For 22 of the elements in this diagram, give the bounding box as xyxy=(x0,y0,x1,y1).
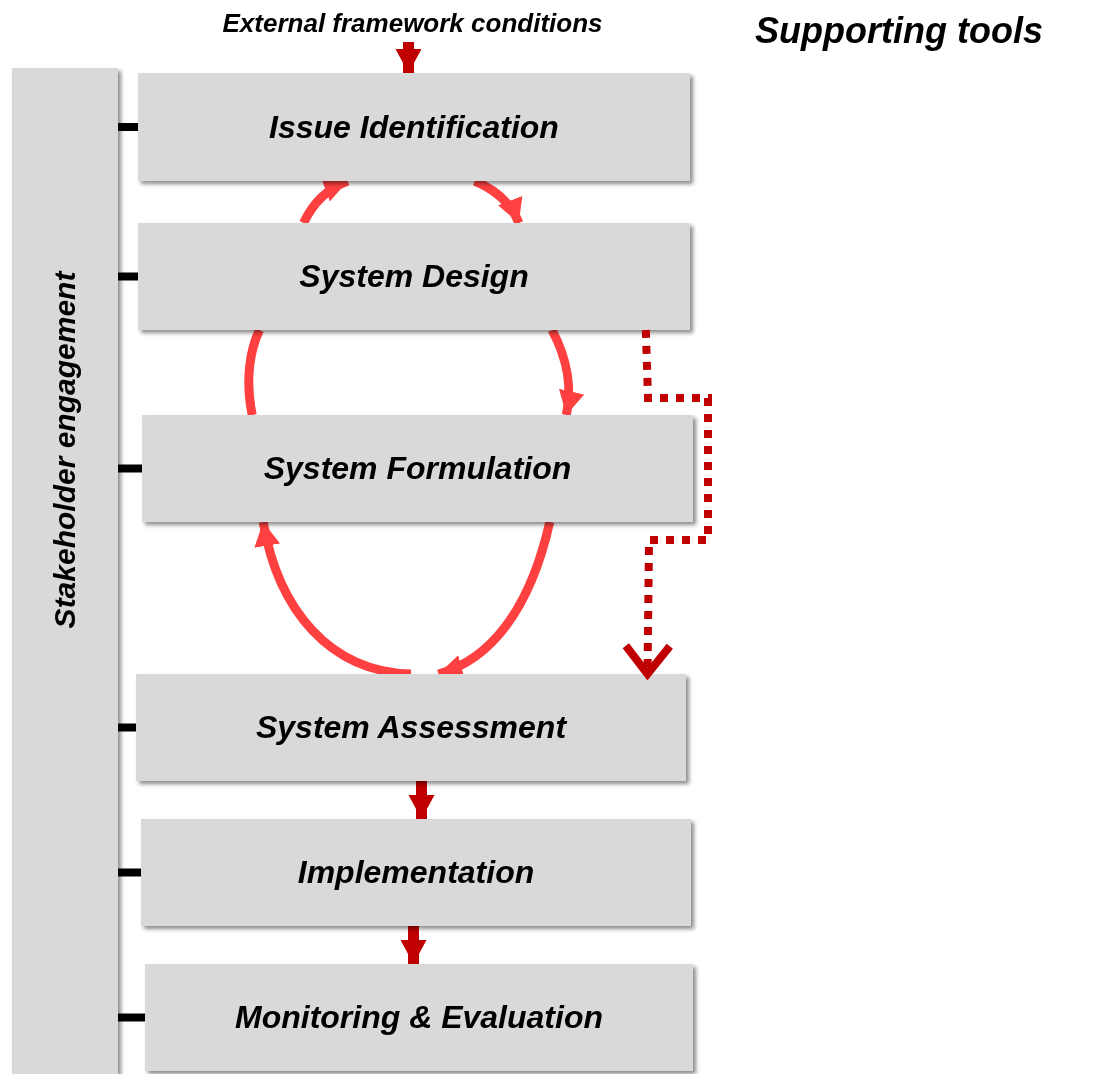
arrow xyxy=(408,781,435,819)
arrow xyxy=(400,926,427,964)
process-box: Monitoring & Evaluation xyxy=(145,964,693,1071)
dotted-arrow xyxy=(621,329,712,678)
process-box: System Formulation xyxy=(142,415,693,522)
cycle-arc xyxy=(244,328,264,416)
cycle-arc xyxy=(118,1013,145,1022)
annotation-text: External framework conditions xyxy=(160,4,665,42)
bar-label: Stakeholder engagement xyxy=(48,271,82,629)
process-box: System Assessment xyxy=(136,674,686,781)
side-heading: Supporting tools xyxy=(755,10,1043,52)
cycle-arc xyxy=(118,464,142,473)
process-box: Implementation xyxy=(141,819,691,926)
arrow xyxy=(395,42,422,73)
cycle-arc xyxy=(118,723,136,732)
cycle-arc xyxy=(118,868,141,877)
stakeholder-bar xyxy=(12,68,118,1074)
process-box: Issue Identification xyxy=(138,73,690,181)
cycle-arc xyxy=(118,123,138,131)
arrow xyxy=(547,328,584,416)
cycle-arc xyxy=(118,272,138,281)
process-box: System Design xyxy=(138,223,690,330)
